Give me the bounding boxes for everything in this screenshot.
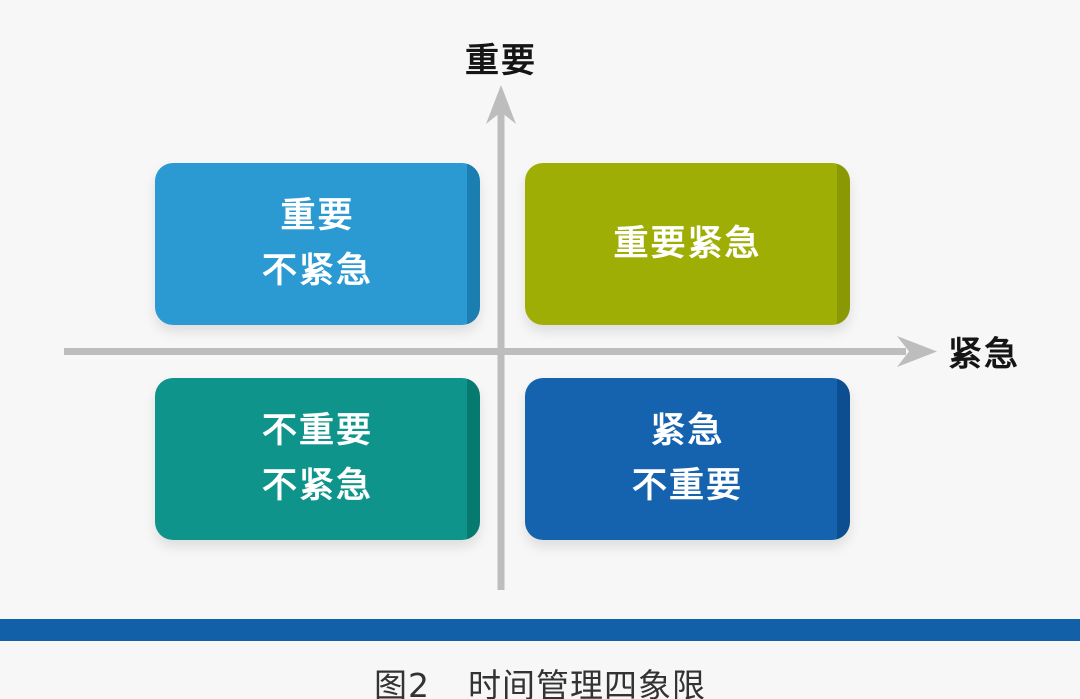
quadrant-not-important-not-urgent: 不重要 不紧急 bbox=[155, 378, 480, 540]
horizontal-axis-label: 紧急 bbox=[948, 334, 1020, 375]
figure-caption-title: 时间管理四象限 bbox=[468, 666, 706, 699]
quadrant-label-line: 不紧急 bbox=[261, 466, 373, 506]
divider-bar bbox=[0, 619, 1080, 641]
figure-caption-label: 图2 bbox=[374, 666, 430, 699]
quadrant-label-line: 紧急 bbox=[650, 411, 725, 451]
vertical-axis-label: 重要 bbox=[465, 41, 537, 81]
figure-caption: 图2 时间管理四象限 bbox=[0, 659, 1080, 699]
quadrant-label-line: 重要 bbox=[280, 196, 355, 236]
quadrant-label-line: 不重要 bbox=[261, 411, 373, 451]
quadrant-important-not-urgent: 重要 不紧急 bbox=[155, 163, 480, 325]
quadrant-label-line: 不紧急 bbox=[261, 251, 373, 291]
right-arrow-icon bbox=[897, 336, 937, 367]
quadrant-important-urgent: 重要紧急 bbox=[525, 163, 850, 325]
up-arrow-icon bbox=[486, 85, 516, 124]
quadrant-label-line: 重要紧急 bbox=[613, 223, 762, 264]
quadrant-urgent-not-important: 紧急 不重要 bbox=[525, 378, 850, 540]
quadrant-label-line: 不重要 bbox=[631, 466, 743, 506]
horizontal-axis-line bbox=[64, 348, 906, 355]
